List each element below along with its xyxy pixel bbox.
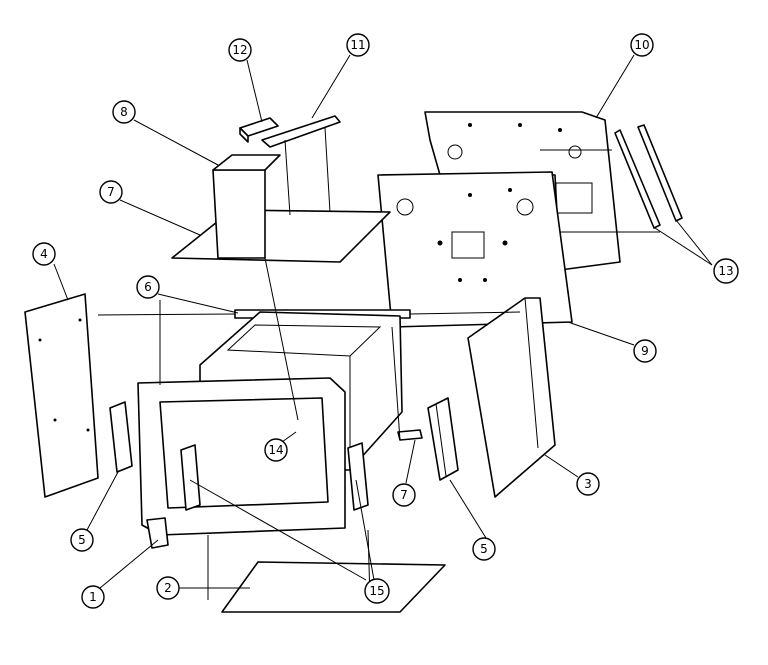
- part-12-block: [239, 117, 279, 143]
- part-15-rack-rails: [180, 442, 369, 511]
- part-2-bottom-panel: [221, 561, 446, 613]
- callout-14-label: 14: [268, 443, 283, 457]
- callout-9-label: 9: [641, 344, 649, 358]
- callout-14: 14: [264, 438, 288, 462]
- callout-10: 10: [630, 33, 654, 57]
- callout-5-left: 5: [70, 528, 94, 552]
- callout-13: 13: [713, 258, 739, 284]
- callout-5-left-label: 5: [78, 533, 86, 547]
- callout-12-label: 12: [232, 43, 247, 57]
- callout-8: 8: [112, 100, 136, 124]
- part-5-left-bracket: [109, 401, 133, 473]
- callout-1: 1: [81, 585, 105, 609]
- part-5-right-bracket: [427, 397, 459, 481]
- callout-4-label: 4: [40, 247, 48, 261]
- callout-6-label: 6: [144, 280, 152, 294]
- callout-7-top: 7: [99, 180, 123, 204]
- callout-4: 4: [32, 242, 56, 266]
- part-7-bottom-plate: [397, 429, 423, 441]
- callout-3: 3: [576, 472, 600, 496]
- callout-10-label: 10: [634, 38, 649, 52]
- callout-2-label: 2: [164, 581, 172, 595]
- callout-15-label: 15: [369, 584, 384, 598]
- leader-lines: [53, 54, 713, 589]
- callout-8-label: 8: [120, 105, 128, 119]
- alignment-lines: [97, 149, 660, 601]
- part-1-front-frame: [137, 377, 346, 549]
- part-9-rear-panel: [377, 171, 573, 328]
- callout-1-label: 1: [89, 590, 97, 604]
- callout-11-label: 11: [350, 38, 365, 52]
- callout-2: 2: [156, 576, 180, 600]
- callout-9: 9: [633, 339, 657, 363]
- part-8-duct: [212, 154, 281, 259]
- callout-12: 12: [228, 38, 252, 62]
- callout-5-right: 5: [472, 537, 496, 561]
- part-7-top-panel: [171, 209, 391, 263]
- callout-7-bottom: 7: [392, 483, 416, 507]
- part-4-left-side-panel: [24, 293, 99, 498]
- part-11-vent-channel: [261, 115, 341, 216]
- callout-5-right-label: 5: [480, 542, 488, 556]
- callout-7-bottom-label: 7: [400, 488, 408, 502]
- callout-15: 15: [364, 578, 390, 604]
- callout-3-label: 3: [584, 477, 592, 491]
- callout-13-label: 13: [718, 264, 733, 278]
- part-3-right-side-panel: [467, 297, 556, 498]
- part-13-trim-strips: [614, 124, 683, 229]
- callout-6: 6: [136, 275, 160, 299]
- callout-7-top-label: 7: [107, 185, 115, 199]
- callout-11: 11: [346, 33, 370, 57]
